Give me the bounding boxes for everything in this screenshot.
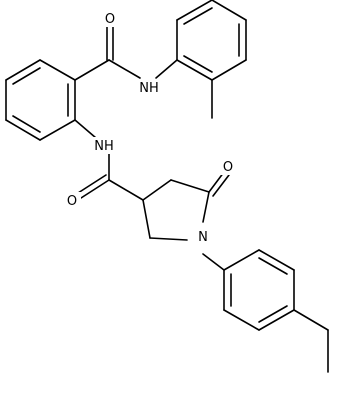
- bond: [108, 179, 144, 201]
- bond: [39, 119, 76, 141]
- bond: [108, 59, 141, 79]
- atom-o-top: O: [105, 12, 115, 27]
- atom-nh-mid: NH: [94, 139, 114, 154]
- bond: [176, 0, 213, 21]
- atom-n-ring: N: [198, 230, 208, 245]
- atom-label-nh-top: NH: [136, 79, 163, 96]
- bond: [223, 309, 260, 331]
- bond: [142, 199, 151, 239]
- bond: [223, 249, 260, 271]
- bond: [12, 115, 41, 133]
- bond: [258, 305, 288, 323]
- bond: [170, 179, 210, 193]
- atom-label-o-amide: O: [63, 192, 81, 209]
- atom-label-n-ring: N: [194, 228, 212, 245]
- atom-label-nh-mid: NH: [91, 137, 118, 154]
- bond: [258, 249, 295, 271]
- bond: [39, 59, 76, 81]
- bond: [74, 59, 110, 81]
- atom-o-ketone: O: [223, 160, 233, 175]
- bond: [211, 59, 247, 81]
- bond: [183, 7, 213, 25]
- bond: [5, 119, 41, 141]
- bond: [155, 59, 178, 79]
- bond: [258, 309, 295, 331]
- bond: [211, 0, 247, 21]
- bond: [5, 59, 41, 81]
- bond: [176, 59, 213, 81]
- bond: [208, 171, 225, 193]
- bond: [77, 174, 107, 194]
- bond: [149, 237, 188, 241]
- bonds: [5, 0, 329, 373]
- atom-o-amide: O: [67, 194, 77, 209]
- bond: [183, 55, 213, 73]
- bond: [74, 119, 97, 139]
- bond: [80, 179, 110, 199]
- bond: [258, 257, 288, 275]
- atom-nh-top: NH: [139, 81, 159, 96]
- bond: [293, 309, 329, 331]
- atom-labels: O NH NH O O N: [63, 10, 237, 245]
- bond: [202, 253, 225, 271]
- bond: [12, 67, 41, 85]
- bond: [202, 191, 210, 223]
- bond: [142, 179, 172, 201]
- bond: [212, 174, 230, 197]
- atom-label-o-ketone: O: [219, 158, 237, 175]
- atom-label-o-top: O: [101, 10, 119, 27]
